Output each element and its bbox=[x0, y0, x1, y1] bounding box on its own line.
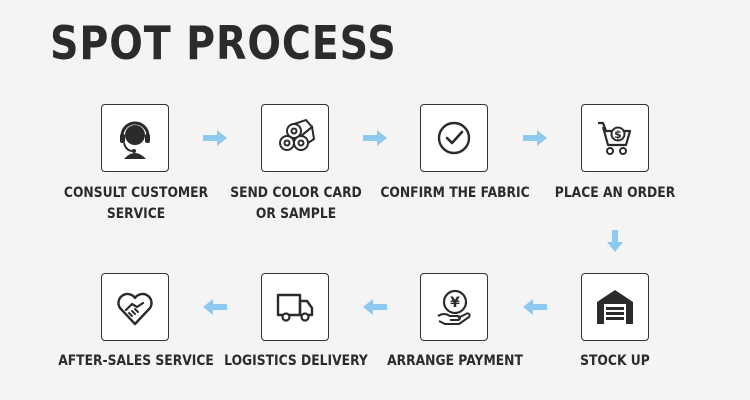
step-1-box bbox=[101, 104, 169, 172]
step-6-box: ¥ bbox=[420, 273, 488, 341]
svg-text:$: $ bbox=[614, 128, 622, 141]
step-6-label: ARRANGE PAYMENT bbox=[387, 353, 523, 369]
arrow-left-icon bbox=[363, 299, 387, 315]
step-4-label: PLACE AN ORDER bbox=[554, 185, 676, 201]
warehouse-icon bbox=[597, 290, 633, 324]
arrow-down-icon bbox=[607, 230, 623, 252]
step-8-box bbox=[101, 273, 169, 341]
fabric-rolls-icon bbox=[279, 118, 316, 151]
handshake-heart-icon bbox=[117, 292, 153, 326]
step-8-label: AFTER-SALES SERVICE bbox=[58, 353, 214, 369]
step-3-box bbox=[420, 104, 488, 172]
svg-text:¥: ¥ bbox=[450, 295, 460, 311]
arrow-left-icon bbox=[203, 299, 227, 315]
step-5-box bbox=[581, 273, 649, 341]
step-2-box bbox=[261, 104, 329, 172]
step-7-label: LOGISTICS DELIVERY bbox=[224, 353, 368, 369]
delivery-truck-icon bbox=[276, 293, 314, 322]
step-4-box: $ bbox=[581, 104, 649, 172]
headset-icon bbox=[120, 121, 150, 159]
shopping-cart-dollar-icon: $ bbox=[598, 121, 632, 155]
arrow-right-icon bbox=[363, 130, 387, 146]
yen-coin-hand-icon: ¥ bbox=[437, 289, 471, 325]
step-3-label: CONFIRM THE FABRIC bbox=[380, 185, 530, 201]
step-7-box bbox=[261, 273, 329, 341]
checkmark-circle-icon bbox=[437, 121, 471, 155]
arrow-right-icon bbox=[523, 130, 547, 146]
arrow-right-icon bbox=[203, 130, 227, 146]
page-title: SPOT PROCESS bbox=[50, 16, 397, 70]
step-5-label: STOCK UP bbox=[580, 353, 650, 369]
arrow-left-icon bbox=[523, 299, 547, 315]
